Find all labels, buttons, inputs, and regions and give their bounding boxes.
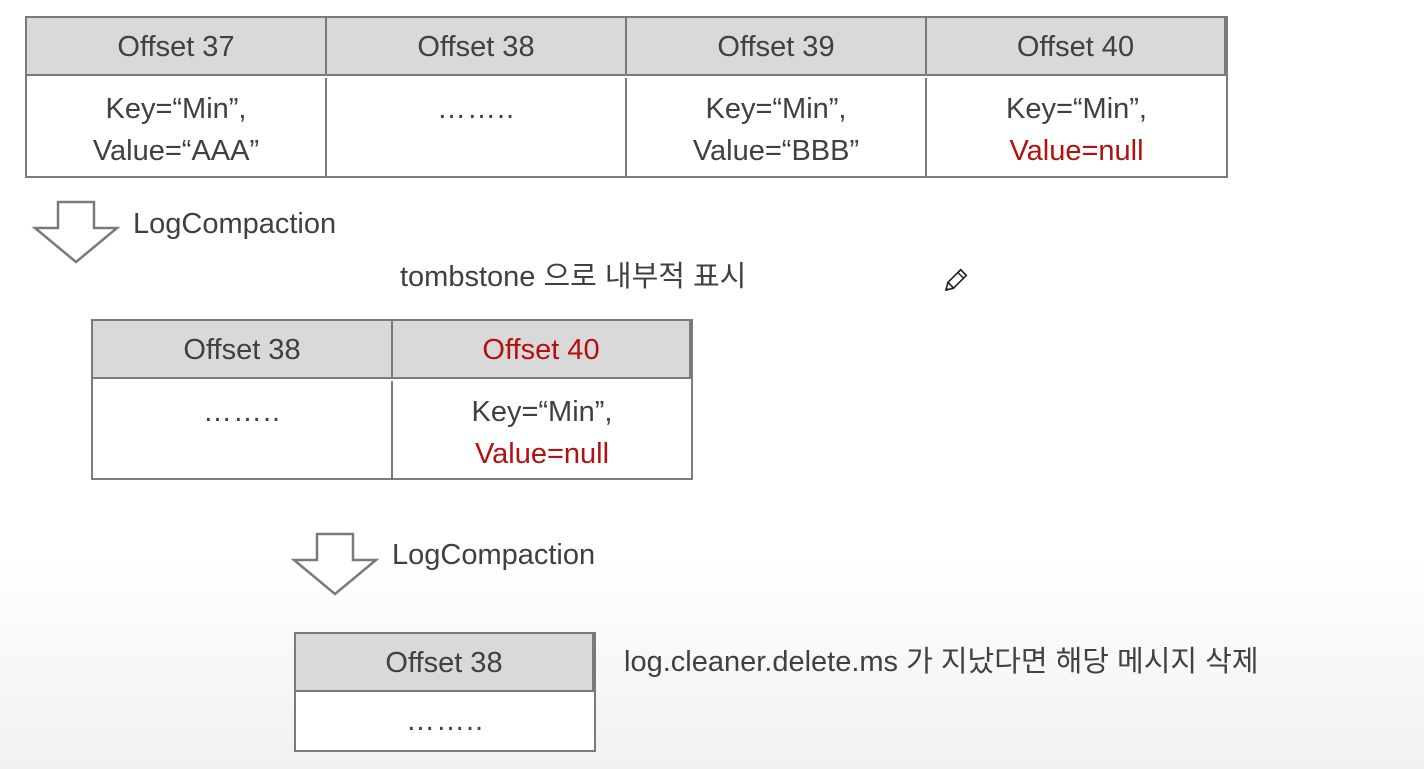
record-value-null: Value=null <box>474 438 610 471</box>
down-arrow-icon <box>31 200 121 264</box>
log-compaction-label-1: LogCompaction <box>133 208 337 240</box>
header-offset-37: Offset 37 <box>27 18 327 76</box>
header-offset-40: Offset 40 <box>393 321 691 379</box>
record-offset-40: Key=“Min”, Value=null <box>393 381 691 478</box>
record-offset-38: …….. <box>327 78 627 176</box>
down-arrow-icon <box>290 532 380 596</box>
record-ellipsis: …….. <box>202 396 282 428</box>
record-offset-40: Key=“Min”, Value=null <box>927 78 1226 176</box>
record-value: Value=“BBB” <box>692 135 860 168</box>
offset-table-final: Offset 38 …….. <box>294 632 596 752</box>
record-key: Key=“Min”, <box>471 396 613 428</box>
record-offset-38: …….. <box>93 381 393 478</box>
offset-table-initial: Offset 37 Offset 38 Offset 39 Offset 40 … <box>25 16 1228 178</box>
tombstone-note: tombstone 으로 내부적 표시 <box>400 261 747 293</box>
record-value-null: Value=null <box>1009 135 1144 168</box>
record-ellipsis: …….. <box>405 705 485 737</box>
offset-table-after-compaction: Offset 38 Offset 40 …….. Key=“Min”, Valu… <box>91 319 693 480</box>
record-value: Value=“AAA” <box>92 135 260 168</box>
record-key: Key=“Min”, <box>105 93 247 125</box>
header-offset-38: Offset 38 <box>93 321 393 379</box>
record-offset-38: …….. <box>296 694 594 750</box>
header-offset-38: Offset 38 <box>327 18 627 76</box>
cleaner-delete-note: log.cleaner.delete.ms 가 지났다면 해당 메시지 삭제 <box>624 646 1259 678</box>
record-key: Key=“Min”, <box>1005 93 1147 125</box>
record-key: Key=“Min”, <box>705 93 847 125</box>
record-offset-37: Key=“Min”, Value=“AAA” <box>27 78 327 176</box>
header-offset-38: Offset 38 <box>296 634 594 692</box>
record-ellipsis: …….. <box>436 93 516 125</box>
header-offset-40: Offset 40 <box>927 18 1226 76</box>
record-offset-39: Key=“Min”, Value=“BBB” <box>627 78 927 176</box>
header-offset-39: Offset 39 <box>627 18 927 76</box>
log-compaction-label-2: LogCompaction <box>392 539 596 571</box>
pencil-cursor-icon <box>945 268 968 291</box>
